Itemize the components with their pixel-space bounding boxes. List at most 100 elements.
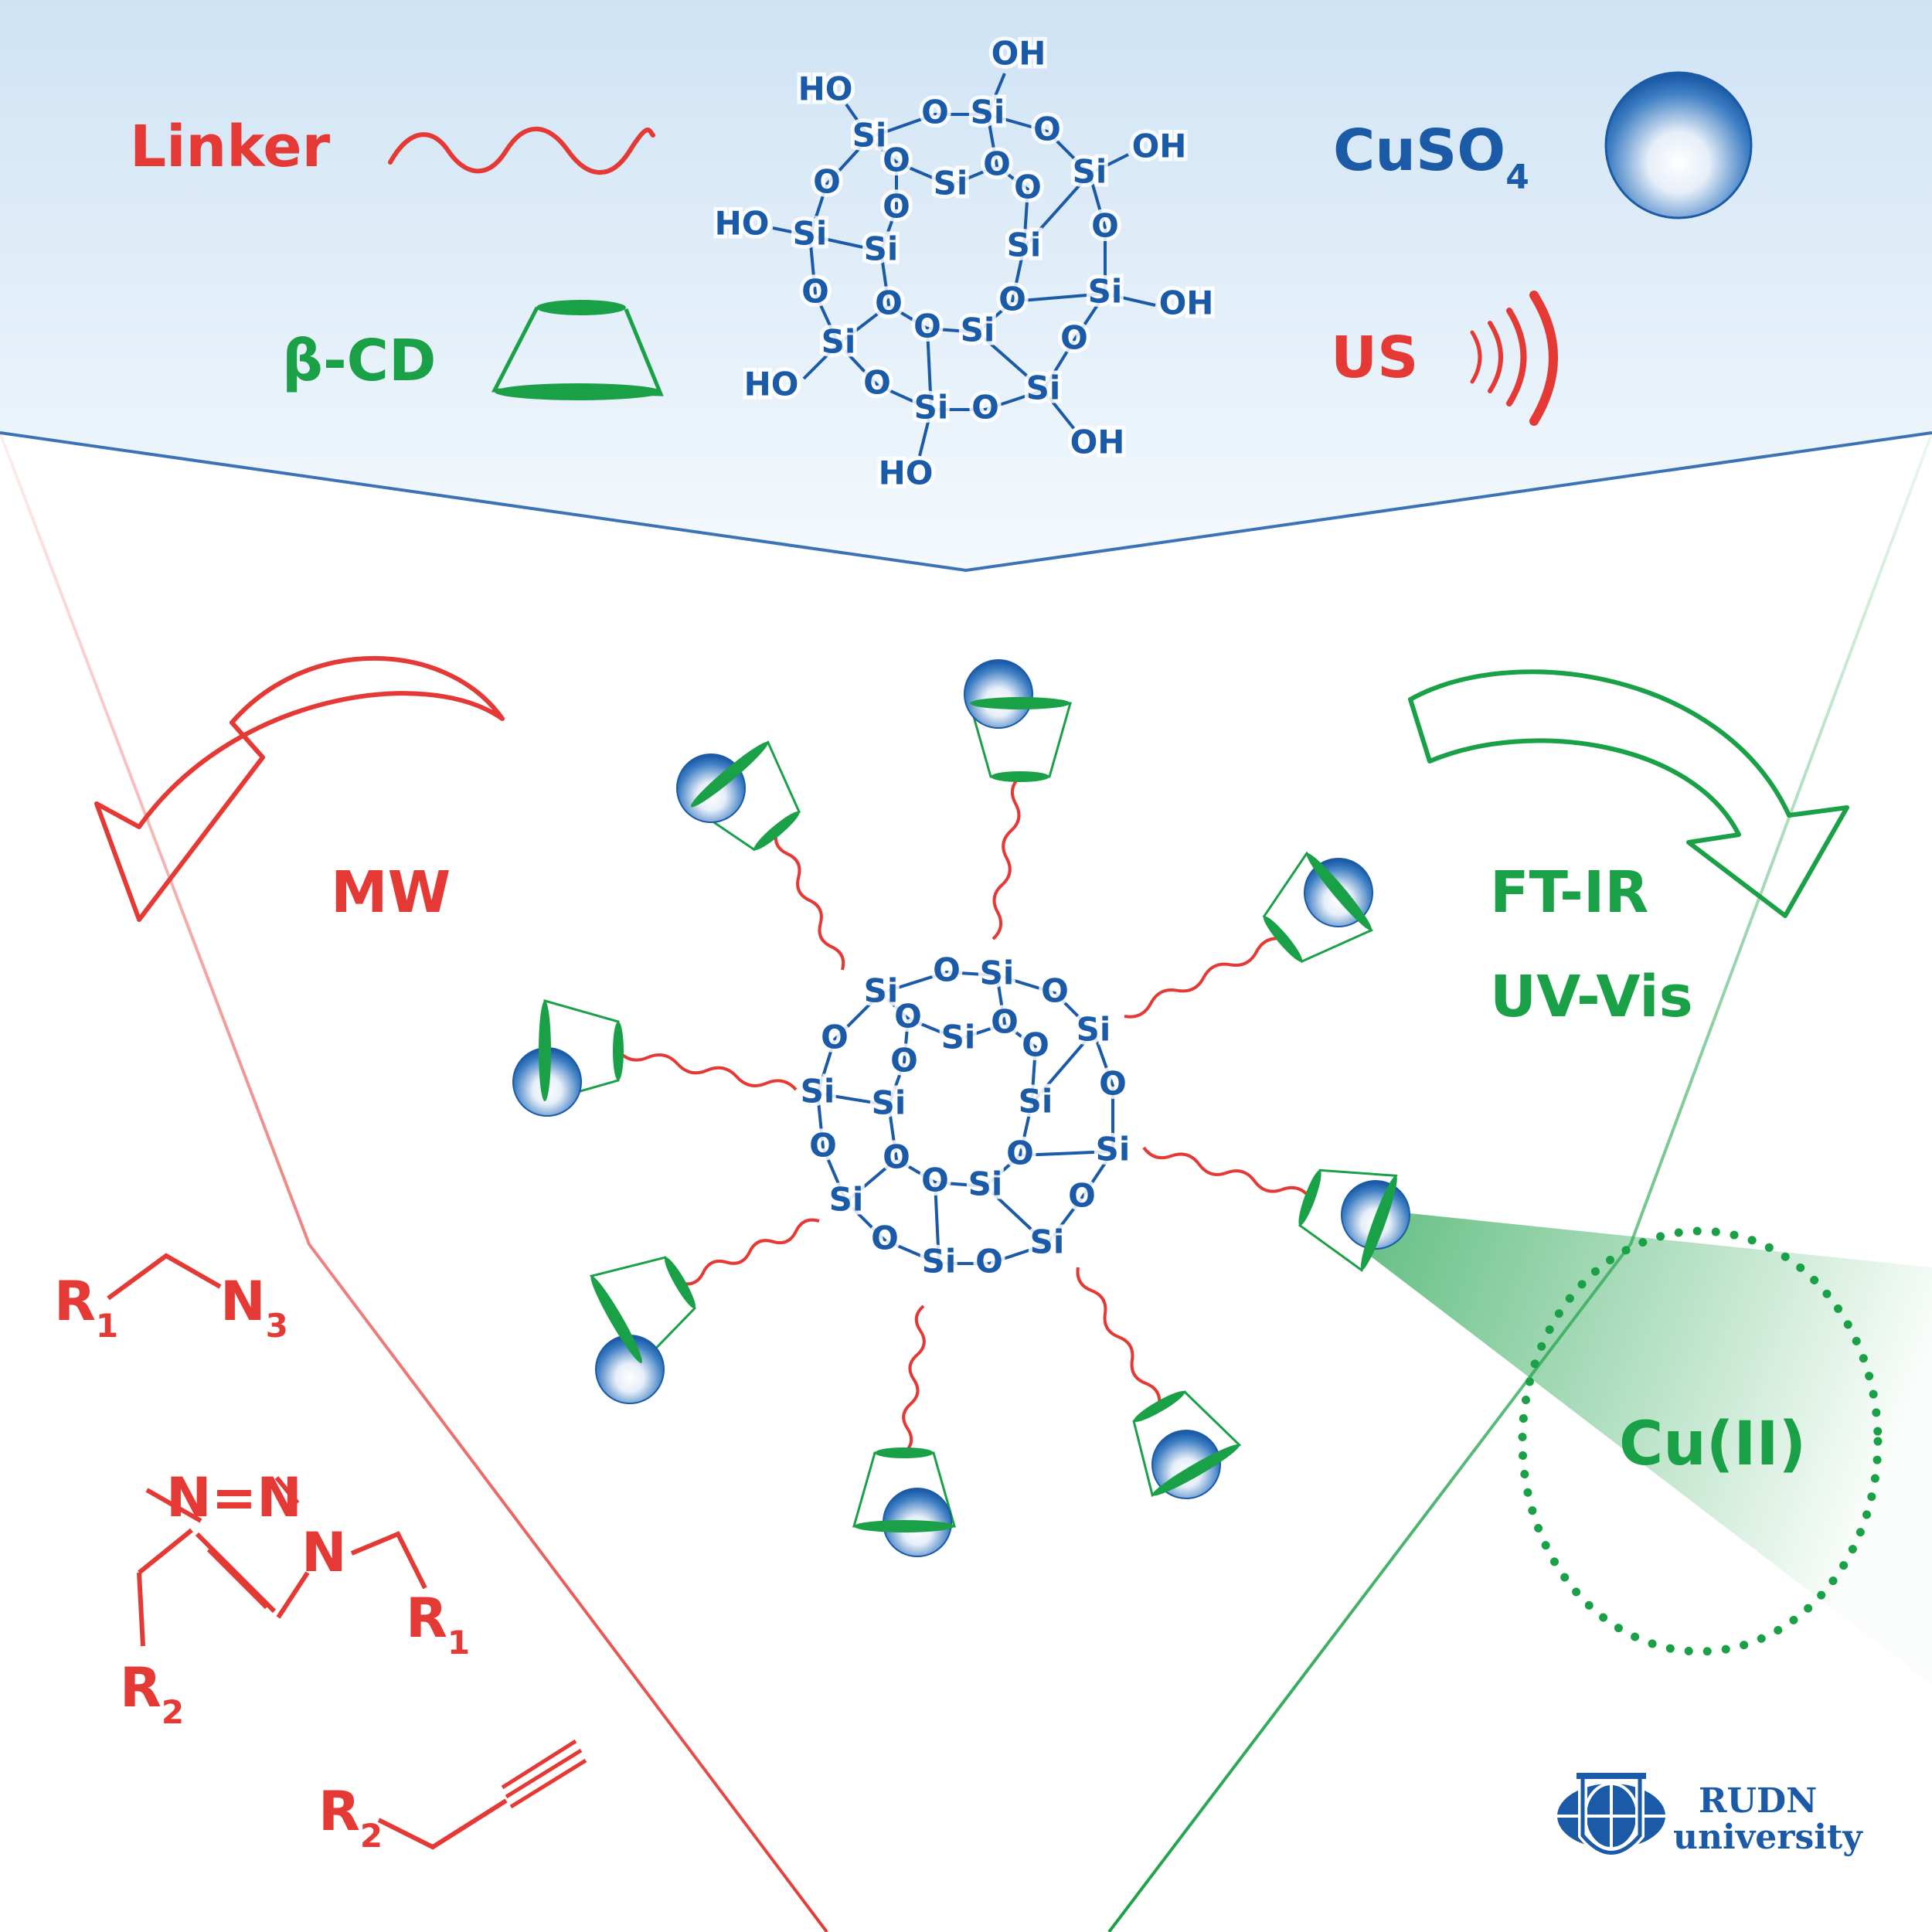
arm-cu-sphere-0: [964, 659, 1033, 729]
top-o-13: O: [863, 364, 891, 402]
top-si-1: Si: [971, 94, 1005, 131]
svg-text:N: N: [301, 1521, 347, 1584]
top-oh-3: OH: [1070, 423, 1125, 461]
legend-cuso4-label: CuSO4: [1333, 117, 1529, 197]
legend-linker-label: Linker: [130, 114, 331, 180]
center-o-6: O: [890, 1042, 918, 1080]
center-si-1: Si: [980, 954, 1015, 992]
arm-linker-1: [774, 830, 845, 971]
top-si-0: Si: [852, 117, 887, 155]
arm-cd-rim-6: [875, 1447, 934, 1458]
mw-label: MW: [331, 859, 451, 926]
arm-linker-5: [679, 1218, 820, 1286]
ftir-label: FT-IR: [1490, 859, 1648, 926]
arm-cd-wide-rim-3: [539, 1001, 551, 1101]
top-o-3: O: [883, 141, 910, 179]
arm-cd-rim-4: [1298, 1170, 1321, 1226]
svg-text:R1: R1: [54, 1270, 118, 1345]
center-o-2: O: [991, 1003, 1019, 1041]
svg-text:R2: R2: [318, 1780, 383, 1855]
top-ho-2: HO: [744, 366, 799, 403]
arm-cd-rim-5: [665, 1257, 696, 1309]
center-o-9: O: [809, 1127, 837, 1165]
zoom-beam: [1345, 1209, 1932, 1685]
center-o-3: O: [894, 998, 922, 1036]
svg-text:R2: R2: [120, 1656, 184, 1731]
top-si-7: Si: [1088, 273, 1123, 311]
center-o-1: O: [1041, 972, 1069, 1010]
top-si-10: Si: [1026, 369, 1061, 407]
arm-cd-wide-rim-6: [854, 1520, 954, 1532]
arm-5: [589, 1218, 820, 1404]
uvvis-label: UV-Vis: [1490, 964, 1693, 1030]
top-o-8: O: [998, 281, 1026, 318]
top-si-2: Si: [1073, 153, 1107, 191]
center-si-5: Si: [801, 1073, 835, 1111]
center-si-11: Si: [922, 1243, 957, 1281]
top-o-12: O: [1060, 319, 1088, 357]
top-ho-0: HO: [798, 70, 853, 108]
arm-cd-wide-rim-5: [590, 1276, 642, 1363]
center-poss-cage: [815, 970, 1114, 1265]
center-o-7: O: [1099, 1065, 1127, 1103]
arm-linker-4: [1142, 1146, 1311, 1199]
center-si-7: Si: [1096, 1131, 1131, 1168]
center-o-0: O: [933, 951, 961, 989]
arm-cd-rim-1: [753, 811, 800, 851]
center-si-3: Si: [941, 1019, 976, 1056]
center-si-9: Si: [829, 1181, 864, 1219]
top-si-3: Si: [934, 165, 968, 202]
top-oh-0: OH: [992, 35, 1046, 73]
arm-cd-wide-rim-0: [970, 697, 1070, 709]
arm-4: [1142, 1146, 1410, 1272]
arm-cd-wide-rim-2: [1306, 852, 1372, 930]
center-si-8: Si: [968, 1165, 1003, 1203]
svg-text:N3: N3: [220, 1270, 288, 1345]
top-si-11: Si: [914, 389, 949, 427]
arm-6: [852, 1304, 956, 1557]
top-oh-2: OH: [1159, 284, 1214, 322]
arm-0: [964, 659, 1072, 940]
ultrasound-waves-icon: [1470, 291, 1558, 426]
arm-linker-3: [617, 1049, 798, 1091]
center-si-4: Si: [1019, 1083, 1053, 1121]
azide-structure: R1 N3: [54, 1253, 288, 1345]
top-o-5: O: [813, 163, 841, 201]
center-si-2: Si: [1077, 1011, 1111, 1049]
center-si-6: Si: [872, 1084, 906, 1122]
arm-cd-wide-rim-1: [690, 741, 768, 808]
top-banner: [0, 0, 1932, 570]
top-poss-cage: [772, 73, 1156, 457]
arm-linker-0: [992, 775, 1022, 940]
center-o-14: O: [975, 1243, 1003, 1281]
copper-sphere-icon: [1604, 71, 1753, 219]
mw-curved-arrow-icon: [94, 655, 505, 922]
center-o-11: O: [921, 1162, 949, 1199]
svg-text:R1: R1: [406, 1587, 470, 1662]
legend-beta-cd-label: β-CD: [282, 328, 436, 394]
rudn-logo: RUDN university: [1557, 1773, 1863, 1858]
center-o-10: O: [883, 1138, 910, 1176]
rudn-logo-line2: university: [1673, 1818, 1863, 1857]
top-si-4: Si: [1007, 226, 1042, 264]
center-o-4: O: [1022, 1026, 1049, 1064]
arm-cd-rim-0: [991, 771, 1049, 782]
arm-cd-wide-rim-7: [1152, 1444, 1240, 1496]
top-si-6: Si: [864, 230, 899, 268]
linker-wave-icon: [388, 126, 655, 175]
cu2-dotted-ellipse: [1518, 1226, 1883, 1656]
beta-cd-cone-icon: [491, 300, 664, 400]
banner-edge: [0, 431, 1932, 573]
top-o-4: O: [1014, 168, 1042, 206]
arm-cd-rim-3: [613, 1022, 624, 1080]
rudn-logo-line1: RUDN: [1699, 1781, 1817, 1821]
triazole-structure: N=N N R1 R2: [120, 1466, 470, 1731]
arm-3: [512, 999, 798, 1117]
top-oh-1: OH: [1132, 128, 1187, 165]
analysis-curved-arrow-icon: [1408, 669, 1849, 918]
center-o-8: O: [1006, 1134, 1034, 1172]
